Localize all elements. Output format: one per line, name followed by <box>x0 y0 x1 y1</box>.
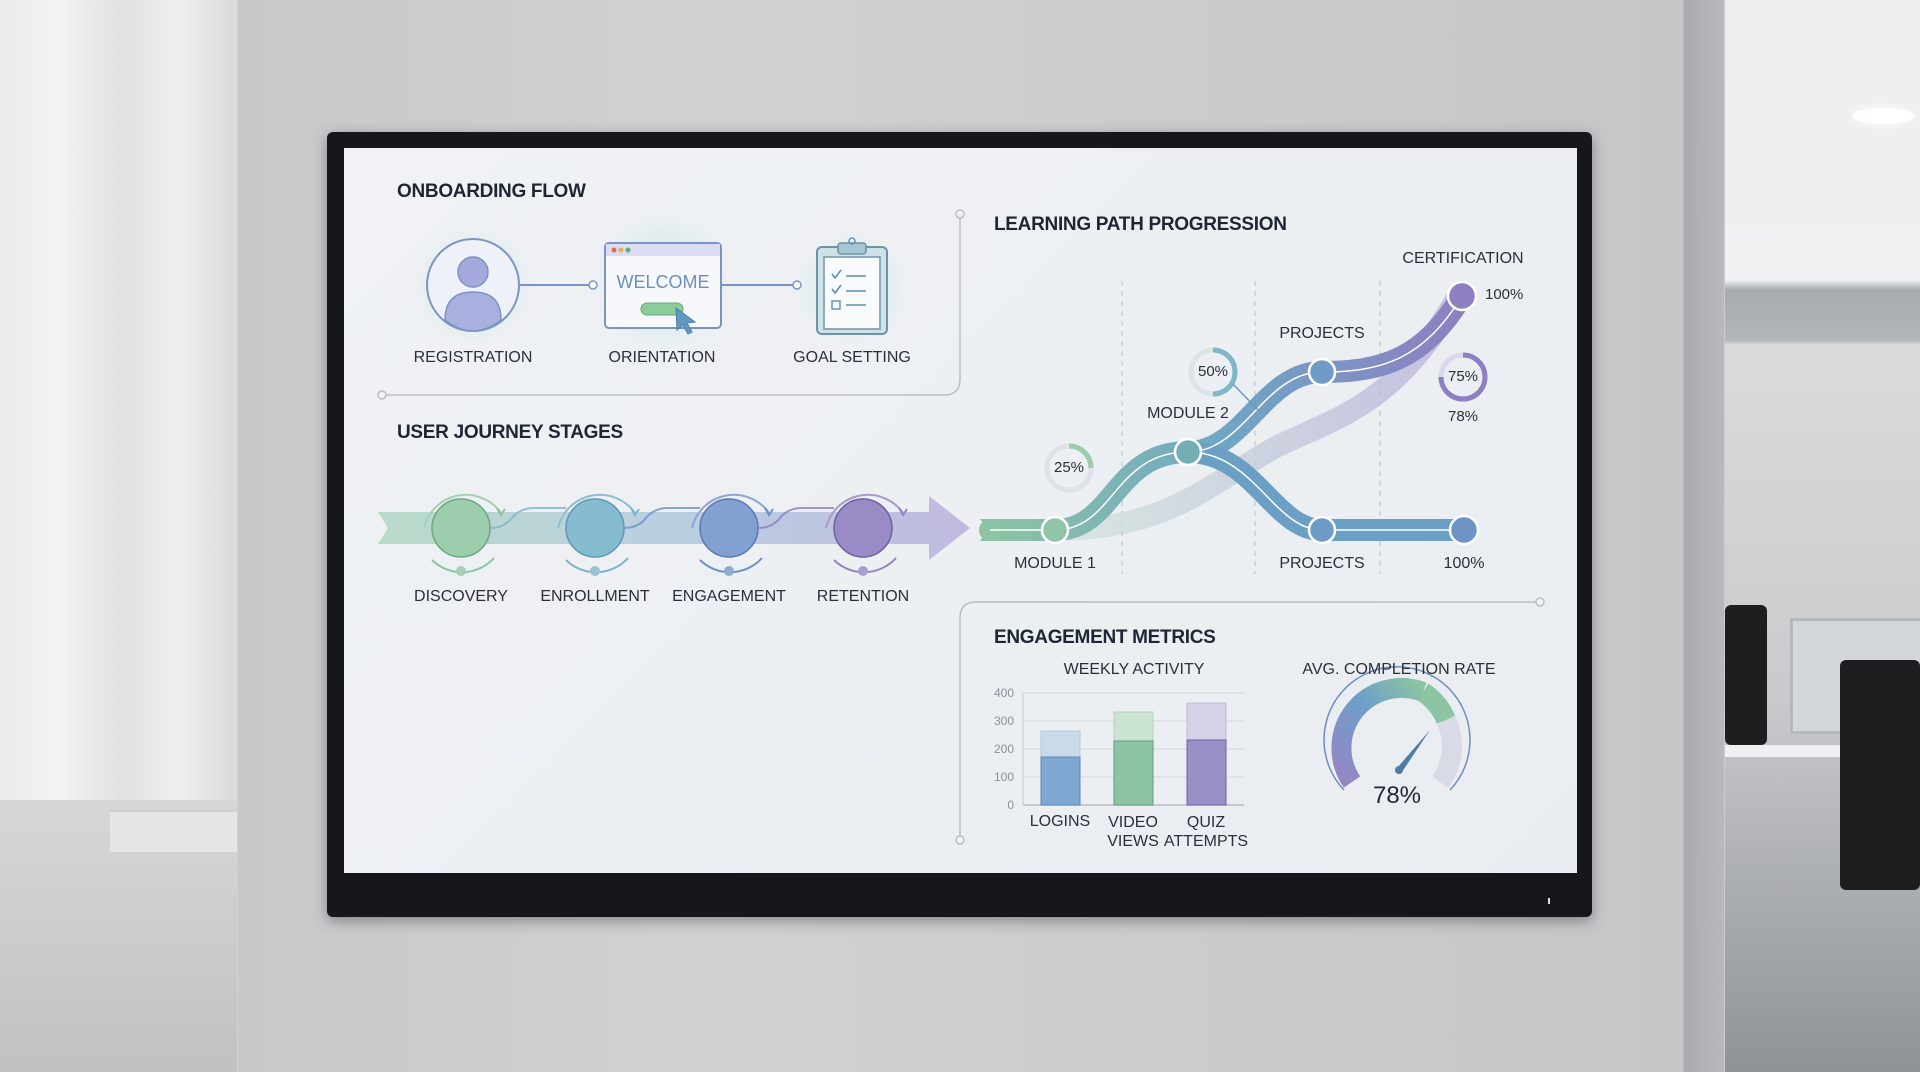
step-label: ORIENTATION <box>608 349 716 366</box>
stage-enrollment-label[interactable]: ENROLLMENT <box>540 588 650 605</box>
onboarding-title: ONBOARDING FLOW <box>397 181 586 202</box>
journey-stages-graphics <box>423 493 908 576</box>
y-tick: 200 <box>993 742 1014 756</box>
node-module-1[interactable]: MODULE 1 <box>1014 555 1096 572</box>
decorations-layer <box>377 209 1545 845</box>
background-chair <box>1725 605 1767 745</box>
certification-sub-value: 78% <box>1447 408 1479 425</box>
stage-discovery-label[interactable]: DISCOVERY <box>414 588 508 605</box>
progress-badge-module-1: 25% <box>1053 459 1085 476</box>
completion-rate-title: AVG. COMPLETION RATE <box>1302 661 1496 678</box>
stage-retention-label[interactable]: RETENTION <box>816 588 910 605</box>
dashboard-screen: ONBOARDING FLOW REGISTRATION WELCOME ORI… <box>344 148 1577 873</box>
node-projects-bottom[interactable]: PROJECTS <box>1279 555 1365 572</box>
node-certification[interactable]: CERTIFICATION <box>1402 250 1524 267</box>
certification-end-value: 100% <box>1485 286 1524 303</box>
node-module-2[interactable]: MODULE 2 <box>1147 405 1229 422</box>
ceiling-light <box>1852 108 1914 124</box>
y-tick: 100 <box>993 770 1014 784</box>
clipboard-checklist-icon <box>817 241 887 334</box>
user-icon <box>427 239 519 331</box>
y-tick: 0 <box>1007 798 1014 812</box>
step-label: REGISTRATION <box>413 349 533 366</box>
progress-ring-certification: 75% <box>1447 368 1479 385</box>
bar-label-logins: LOGINS <box>1029 813 1091 830</box>
background-office-right <box>1725 0 1920 1072</box>
progress-badge-module-2: 50% <box>1197 363 1229 380</box>
background-chair <box>1840 660 1920 890</box>
bar-label-line1: QUIZ <box>1186 814 1226 831</box>
weekly-activity-title: WEEKLY ACTIVITY <box>1063 661 1205 678</box>
welcome-text: WELCOME <box>616 272 710 292</box>
bar-label-line2: VIEWS <box>1107 833 1159 850</box>
y-tick: 400 <box>993 686 1014 700</box>
learning-path-title: LEARNING PATH PROGRESSION <box>994 214 1287 235</box>
step-label: GOAL SETTING <box>793 349 911 366</box>
engagement-title: ENGAGEMENT METRICS <box>994 627 1216 648</box>
bar-label-video-views: VIDEO VIEWS <box>1107 813 1159 851</box>
journey-title: USER JOURNEY STAGES <box>397 422 623 443</box>
power-indicator <box>1548 898 1550 904</box>
bar-label-quiz-attempts: QUIZ ATTEMPTS <box>1164 813 1248 851</box>
stage-engagement-label[interactable]: ENGAGEMENT <box>672 588 786 605</box>
y-tick: 300 <box>993 714 1014 728</box>
projects-end-value: 100% <box>1443 555 1485 572</box>
bar-label-line2: ATTEMPTS <box>1163 833 1249 850</box>
gauge-value: 78% <box>1372 782 1422 809</box>
node-projects-top[interactable]: PROJECTS <box>1279 325 1365 342</box>
bar-label-line1: VIDEO <box>1108 814 1158 831</box>
background-desk-left <box>110 810 237 852</box>
